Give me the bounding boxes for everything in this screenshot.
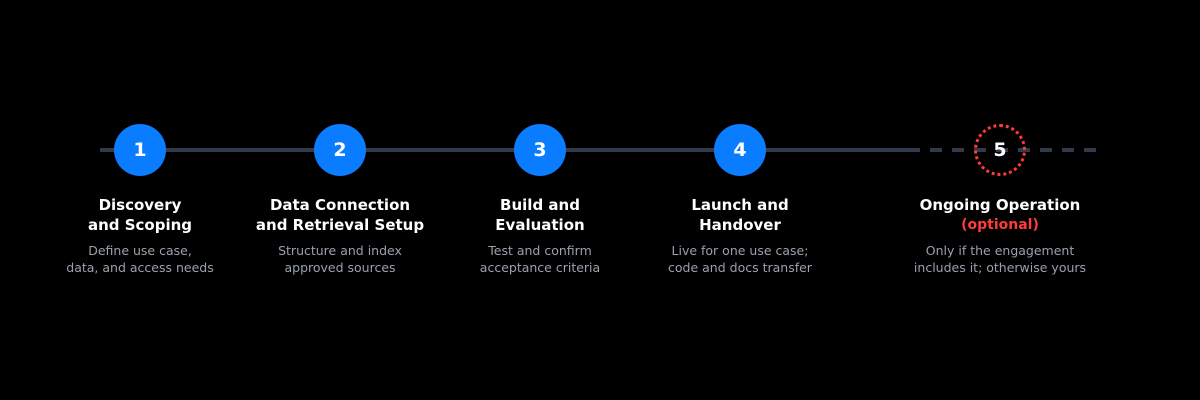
step-4-description-line: Live for one use case; [671, 243, 809, 258]
step-1-description: Define use case, data, and access needs [30, 242, 250, 276]
step-5-title: Ongoing Operation (optional) [890, 195, 1110, 235]
step-4: 4 Launch and Handover Live for one use c… [630, 124, 850, 276]
step-3-description-line: acceptance criteria [479, 260, 601, 275]
step-5-description: Only if the engagement includes it; othe… [890, 242, 1110, 276]
step-2-title-line: Data Connection [269, 196, 411, 214]
step-5-number-badge: 5 [974, 124, 1026, 176]
step-5: 5 Ongoing Operation (optional) Only if t… [890, 124, 1110, 276]
step-1-description-line: Define use case, [88, 243, 192, 258]
step-2-title-line: and Retrieval Setup [255, 216, 425, 234]
step-1: 1 Discovery and Scoping Define use case,… [30, 124, 250, 276]
step-4-title: Launch and Handover [630, 195, 850, 235]
step-3-description: Test and confirm acceptance criteria [430, 242, 650, 276]
step-4-title-line: Handover [699, 216, 781, 234]
step-3-title-line: Evaluation [495, 216, 585, 234]
step-5-description-line: Only if the engagement [925, 243, 1075, 258]
step-4-description: Live for one use case; code and docs tra… [630, 242, 850, 276]
timeline-connector-solid [100, 148, 908, 152]
step-1-number-badge: 1 [114, 124, 166, 176]
step-4-title-line: Launch and [691, 196, 789, 214]
step-5-title-line: Ongoing Operation [919, 196, 1081, 214]
step-3-description-line: Test and confirm [488, 243, 592, 258]
step-3: 3 Build and Evaluation Test and confirm … [430, 124, 650, 276]
step-1-title-line: and Scoping [87, 216, 193, 234]
step-1-title: Discovery and Scoping [30, 195, 250, 235]
step-4-description-line: code and docs transfer [668, 260, 812, 275]
step-3-title: Build and Evaluation [430, 195, 650, 235]
step-3-number-badge: 3 [514, 124, 566, 176]
step-4-number-badge: 4 [714, 124, 766, 176]
step-3-title-line: Build and [500, 196, 580, 214]
step-1-description-line: data, and access needs [66, 260, 214, 275]
step-2-title: Data Connection and Retrieval Setup [230, 195, 450, 235]
step-2: 2 Data Connection and Retrieval Setup St… [230, 124, 450, 276]
step-5-description-line: includes it; otherwise yours [913, 260, 1087, 275]
step-2-description-line: Structure and index [278, 243, 402, 258]
step-2-number-badge: 2 [314, 124, 366, 176]
step-2-description-line: approved sources [284, 260, 396, 275]
step-1-title-line: Discovery [98, 196, 182, 214]
optional-tag: (optional) [961, 217, 1039, 233]
step-2-description: Structure and index approved sources [230, 242, 450, 276]
